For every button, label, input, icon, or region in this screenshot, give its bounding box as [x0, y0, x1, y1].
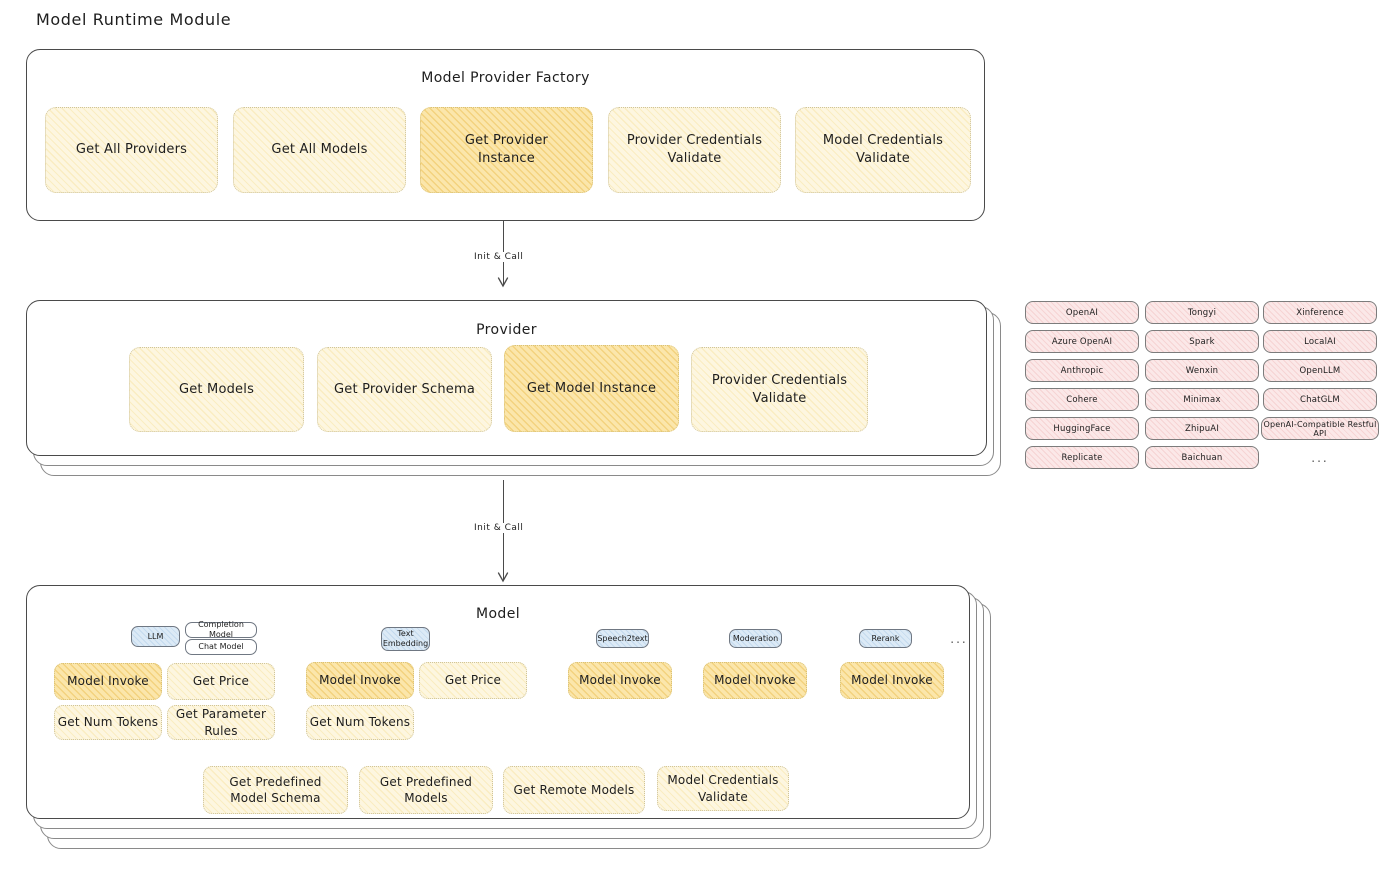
model-subtype-tag-completion-model[interactable]: Completion Model [185, 620, 257, 639]
provider-pill-openllm[interactable]: OpenLLM [1263, 359, 1377, 382]
speech2text-fn-model-invoke[interactable]: Model Invoke [568, 662, 672, 699]
model-type-tag-speech2text[interactable]: Speech2text [596, 629, 649, 648]
provider-pill-xinference[interactable]: Xinference [1263, 301, 1377, 324]
arrow-1-label: Init & Call [470, 252, 528, 262]
page-title: Model Runtime Module [36, 10, 232, 29]
moderation-fn-model-invoke[interactable]: Model Invoke [703, 662, 807, 699]
provider-fn-get-provider-schema[interactable]: Get Provider Schema [317, 347, 492, 432]
llm-fn-get-parameter-rules[interactable]: Get Parameter Rules [167, 705, 275, 740]
text-embedding-fn-get-price[interactable]: Get Price [419, 662, 527, 699]
provider-pill-tongyi[interactable]: Tongyi [1145, 301, 1259, 324]
provider-pill-anthropic[interactable]: Anthropic [1025, 359, 1139, 382]
text-embedding-fn-model-invoke[interactable]: Model Invoke [306, 662, 414, 699]
provider-pill-replicate[interactable]: Replicate [1025, 446, 1139, 469]
provider-fn-get-model-instance[interactable]: Get Model Instance [504, 345, 679, 432]
model-type-tag-llm[interactable]: LLM [131, 626, 180, 647]
provider-pill-openai[interactable]: OpenAI [1025, 301, 1139, 324]
provider-pill-chatglm[interactable]: ChatGLM [1263, 388, 1377, 411]
model-fn-model-credentials-validate[interactable]: Model Credentials Validate [657, 766, 789, 811]
provider-pill-azure-openai[interactable]: Azure OpenAI [1025, 330, 1139, 353]
factory-fn-get-all-models[interactable]: Get All Models [233, 107, 406, 193]
model-fn-get-remote-models[interactable]: Get Remote Models [503, 766, 645, 814]
factory-fn-get-provider-instance[interactable]: Get Provider Instance [420, 107, 593, 193]
provider-fn-get-models[interactable]: Get Models [129, 347, 304, 432]
model-type-tag-rerank[interactable]: Rerank [859, 629, 912, 648]
factory-fn-get-all-providers[interactable]: Get All Providers [45, 107, 218, 193]
provider-pill-zhipuai[interactable]: ZhipuAI [1145, 417, 1259, 440]
provider-pill-minimax[interactable]: Minimax [1145, 388, 1259, 411]
arrow-1-head [497, 277, 509, 288]
provider-pill-huggingface[interactable]: HuggingFace [1025, 417, 1139, 440]
text-embedding-fn-get-num-tokens[interactable]: Get Num Tokens [306, 705, 414, 740]
model-types-more: ... [950, 631, 968, 646]
arrow-2-label: Init & Call [470, 523, 528, 533]
rerank-fn-model-invoke[interactable]: Model Invoke [840, 662, 944, 699]
model-subtype-tag-chat-model[interactable]: Chat Model [185, 639, 257, 655]
factory-fn-provider-credentials-validate[interactable]: Provider Credentials Validate [608, 107, 781, 193]
provider-pill-openai-compatible-restful-api[interactable]: OpenAI-Compatible Restful API [1261, 417, 1379, 440]
llm-fn-get-num-tokens[interactable]: Get Num Tokens [54, 705, 162, 740]
provider-pill-wenxin[interactable]: Wenxin [1145, 359, 1259, 382]
factory-fn-model-credentials-validate[interactable]: Model Credentials Validate [795, 107, 971, 193]
model-provider-factory-title: Model Provider Factory [421, 70, 590, 86]
model-title: Model [475, 606, 521, 622]
provider-pill-baichuan[interactable]: Baichuan [1145, 446, 1259, 469]
model-fn-get-predefined-model-schema[interactable]: Get Predefined Model Schema [203, 766, 348, 814]
model-fn-get-predefined-models[interactable]: Get Predefined Models [359, 766, 493, 814]
provider-pill-localai[interactable]: LocalAI [1263, 330, 1377, 353]
arrow-2-head [497, 572, 509, 583]
model-container: Model [26, 585, 970, 819]
llm-fn-get-price[interactable]: Get Price [167, 663, 275, 700]
provider-fn-provider-credentials-validate[interactable]: Provider Credentials Validate [691, 347, 868, 432]
provider-list-more: ... [1311, 450, 1329, 465]
model-type-tag-moderation[interactable]: Moderation [729, 629, 782, 648]
provider-pill-cohere[interactable]: Cohere [1025, 388, 1139, 411]
provider-pill-spark[interactable]: Spark [1145, 330, 1259, 353]
model-type-tag-text-embedding[interactable]: Text Embedding [381, 627, 430, 651]
llm-fn-model-invoke[interactable]: Model Invoke [54, 663, 162, 700]
provider-title: Provider [476, 322, 537, 338]
